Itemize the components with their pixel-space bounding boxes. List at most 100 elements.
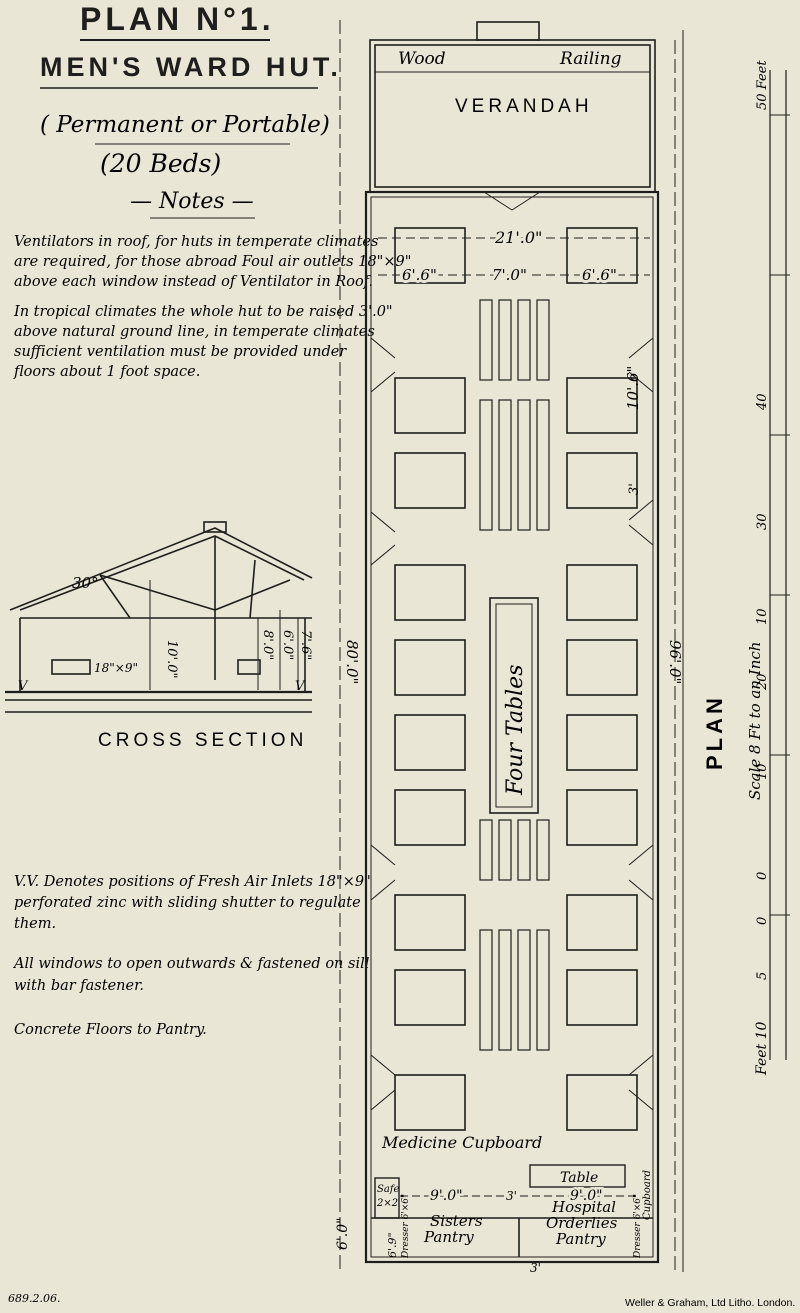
bay-dim: 6'.6"	[582, 266, 617, 284]
bed	[394, 227, 466, 284]
length-dim: 96'.0"	[666, 640, 684, 684]
note-line: perforated zinc with sliding shutter to …	[14, 895, 361, 911]
bed	[394, 714, 466, 771]
orderlies-room-label: Hospital	[551, 1198, 616, 1216]
note-line: Ventilators in roof, for huts in tempera…	[14, 234, 378, 250]
safe-dim: 2×2	[376, 1198, 398, 1209]
bed	[566, 894, 638, 951]
printer-credit: Weller & Graham, Ltd Litho. London.	[625, 1297, 795, 1309]
vent-marker: V	[18, 679, 29, 694]
orderlies-room-label: Orderlies	[546, 1214, 618, 1232]
sisters-room-label: Pantry	[423, 1228, 474, 1246]
bed	[566, 377, 638, 434]
small-scale-label: Feet 10	[754, 1021, 770, 1076]
notes-heading: — Notes —	[130, 189, 254, 214]
medicine-cupboard-label: Medicine Cupboard	[381, 1133, 542, 1152]
bed	[566, 452, 638, 509]
sheet-title: MEN'S WARD HUT.	[40, 52, 342, 82]
bed	[394, 377, 466, 434]
pantry-mid-dim: 3'	[506, 1189, 517, 1203]
scale-tick: 0	[755, 872, 770, 880]
sheet-subtitle: ( Permanent or Portable)	[40, 112, 330, 138]
bed	[394, 639, 466, 696]
roof-angle-label: 30°	[72, 574, 99, 592]
bed	[394, 564, 466, 621]
bed	[394, 789, 466, 846]
vent-marker: V	[295, 679, 306, 694]
small-scale-tick: 0	[755, 917, 770, 925]
railing-label: Railing	[559, 49, 622, 69]
scale-tick: 30	[755, 513, 770, 530]
bed	[394, 969, 466, 1026]
bed	[566, 639, 638, 696]
note-line: above each window instead of Ventilator …	[14, 274, 373, 290]
plate-reference: 689.2.06.	[8, 1292, 60, 1305]
bed	[566, 564, 638, 621]
beds-count: (20 Beds)	[100, 149, 221, 178]
scale-caption: Scale 8 Ft to an Inch	[746, 642, 764, 800]
pantry-depth-dim: 6'.9"	[386, 1232, 399, 1258]
safe-box	[374, 1177, 400, 1219]
bed	[566, 227, 638, 284]
scale-tick: 10	[755, 608, 770, 625]
note-line: V.V. Denotes positions of Fresh Air Inle…	[14, 874, 371, 890]
bed	[394, 894, 466, 951]
bay-small-dim: 3'	[627, 483, 642, 495]
width-dim: 21'.0"	[494, 228, 542, 247]
note-line: All windows to open outwards & fastened …	[12, 956, 370, 972]
wood-label: Wood	[398, 49, 446, 69]
dim-label: 10'.0"	[164, 640, 179, 679]
dim-label: 6'.0"	[280, 630, 295, 660]
plan-word: PLAN	[702, 694, 727, 770]
dim-label: 7'.6"	[298, 630, 313, 660]
small-scale-tick: 5	[755, 972, 770, 980]
cross-section-label: CROSS SECTION	[98, 730, 307, 751]
bed	[566, 1074, 638, 1131]
dresser-label: Dresser 6'×6"	[401, 1194, 411, 1259]
bed	[566, 969, 638, 1026]
plan-number: PLAN N°1.	[80, 1, 275, 37]
note-line: them.	[14, 916, 56, 932]
cupboard-label: Cupboard	[642, 1170, 653, 1220]
scale-tick: 40	[755, 393, 770, 411]
pantry-dim: 9'.0"	[570, 1188, 603, 1204]
note-line: above natural ground line, in temperate …	[14, 324, 375, 340]
four-tables	[489, 597, 539, 814]
scale-tick: 50 Feet	[755, 60, 770, 110]
height-dim: 80'.0"	[343, 640, 361, 684]
scale-tick: 20	[755, 673, 770, 691]
note-line: with bar fastener.	[14, 978, 144, 994]
bay-spacing-dim: 10'.6"	[624, 366, 642, 410]
cross-section-drawing	[5, 521, 313, 713]
scale-bar-ticks	[770, 114, 790, 916]
tables-label: Four Tables	[503, 665, 528, 797]
notes-bottom: V.V. Denotes positions of Fresh Air Inle…	[12, 874, 371, 1038]
bed	[394, 452, 466, 509]
note-line: floors about 1 foot space.	[13, 364, 200, 380]
lockers	[479, 299, 550, 1051]
hut-plan	[364, 21, 660, 1264]
sisters-room-label: Sisters	[430, 1212, 483, 1230]
bed	[394, 1074, 466, 1131]
vent-label: 18"×9"	[94, 661, 138, 675]
bed	[566, 714, 638, 771]
bay-dim: 7'.0"	[492, 266, 527, 284]
left-small-dim: 6'.0"	[335, 1217, 351, 1250]
note-line: sufficient ventilation must be provided …	[14, 344, 347, 360]
beds-right	[566, 227, 638, 1131]
table-label: Table	[560, 1170, 598, 1186]
scale-tick: 10	[755, 763, 770, 780]
orderlies-room-label: Pantry	[555, 1230, 606, 1248]
dim-label: 8'.0"	[260, 630, 275, 660]
note-line: Concrete Floors to Pantry.	[14, 1022, 207, 1038]
note-line: are required, for those abroad Foul air …	[14, 254, 411, 270]
verandah-label: VERANDAH	[455, 96, 593, 117]
safe-label: Safe	[377, 1184, 400, 1195]
notes-top: Ventilators in roof, for huts in tempera…	[13, 234, 411, 380]
bed	[566, 789, 638, 846]
dresser-label: Dresser 6'×6"	[633, 1194, 643, 1259]
beds-left	[394, 227, 466, 1131]
bottom-small-dim: 3'	[530, 1261, 541, 1275]
table-box	[529, 1164, 626, 1188]
